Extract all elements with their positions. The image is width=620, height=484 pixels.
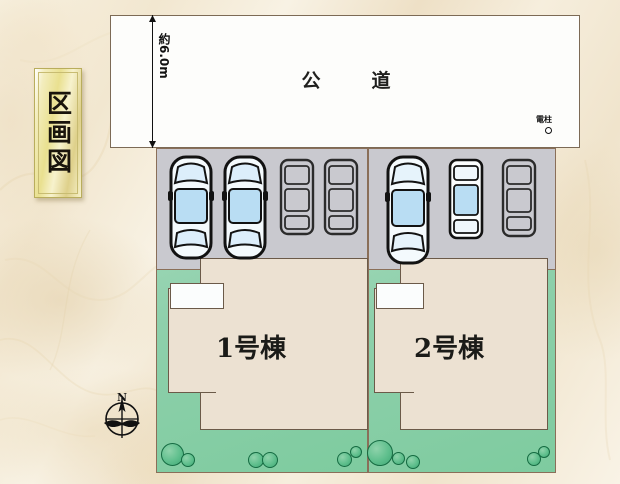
shrub — [262, 452, 278, 468]
shrub — [527, 452, 541, 466]
lot-1-building-label: 1号棟 — [216, 334, 287, 364]
lot-1-car-2 — [222, 155, 268, 260]
lot-2-entrance-porch — [376, 283, 424, 309]
shrub — [392, 452, 405, 465]
shrub — [367, 440, 393, 466]
utility-pole-label: 電柱 — [536, 115, 552, 124]
road-width-dimension-line — [152, 15, 153, 148]
shrub — [337, 452, 352, 467]
utility-pole-icon — [545, 127, 552, 134]
lot-1-entrance-porch — [170, 283, 224, 309]
lot-1-car-4 — [322, 158, 360, 236]
lot-1-car-3 — [278, 158, 316, 236]
shrub — [181, 453, 195, 467]
shrub — [406, 455, 420, 469]
lot-2-car-1 — [385, 155, 431, 265]
shrub — [538, 446, 550, 458]
plan-title-label: 区画図 — [43, 89, 73, 177]
road-width-dimension-label: 約6.0m — [157, 33, 171, 79]
shrub — [350, 446, 362, 458]
lot-2-building-footprint — [400, 258, 548, 430]
public-road-label: 公 道 — [301, 70, 407, 92]
compass-rose-icon: N — [104, 392, 140, 438]
lot-2-building-label: 2号棟 — [414, 334, 485, 364]
plan-title-plate: 区画図 — [34, 68, 82, 198]
compass-north-label: N — [117, 392, 127, 404]
lot-2-car-2 — [448, 158, 484, 240]
lot-1-car-1 — [168, 155, 214, 260]
public-road-area: 公 道 — [110, 15, 580, 148]
lot-2-car-3 — [500, 158, 538, 238]
